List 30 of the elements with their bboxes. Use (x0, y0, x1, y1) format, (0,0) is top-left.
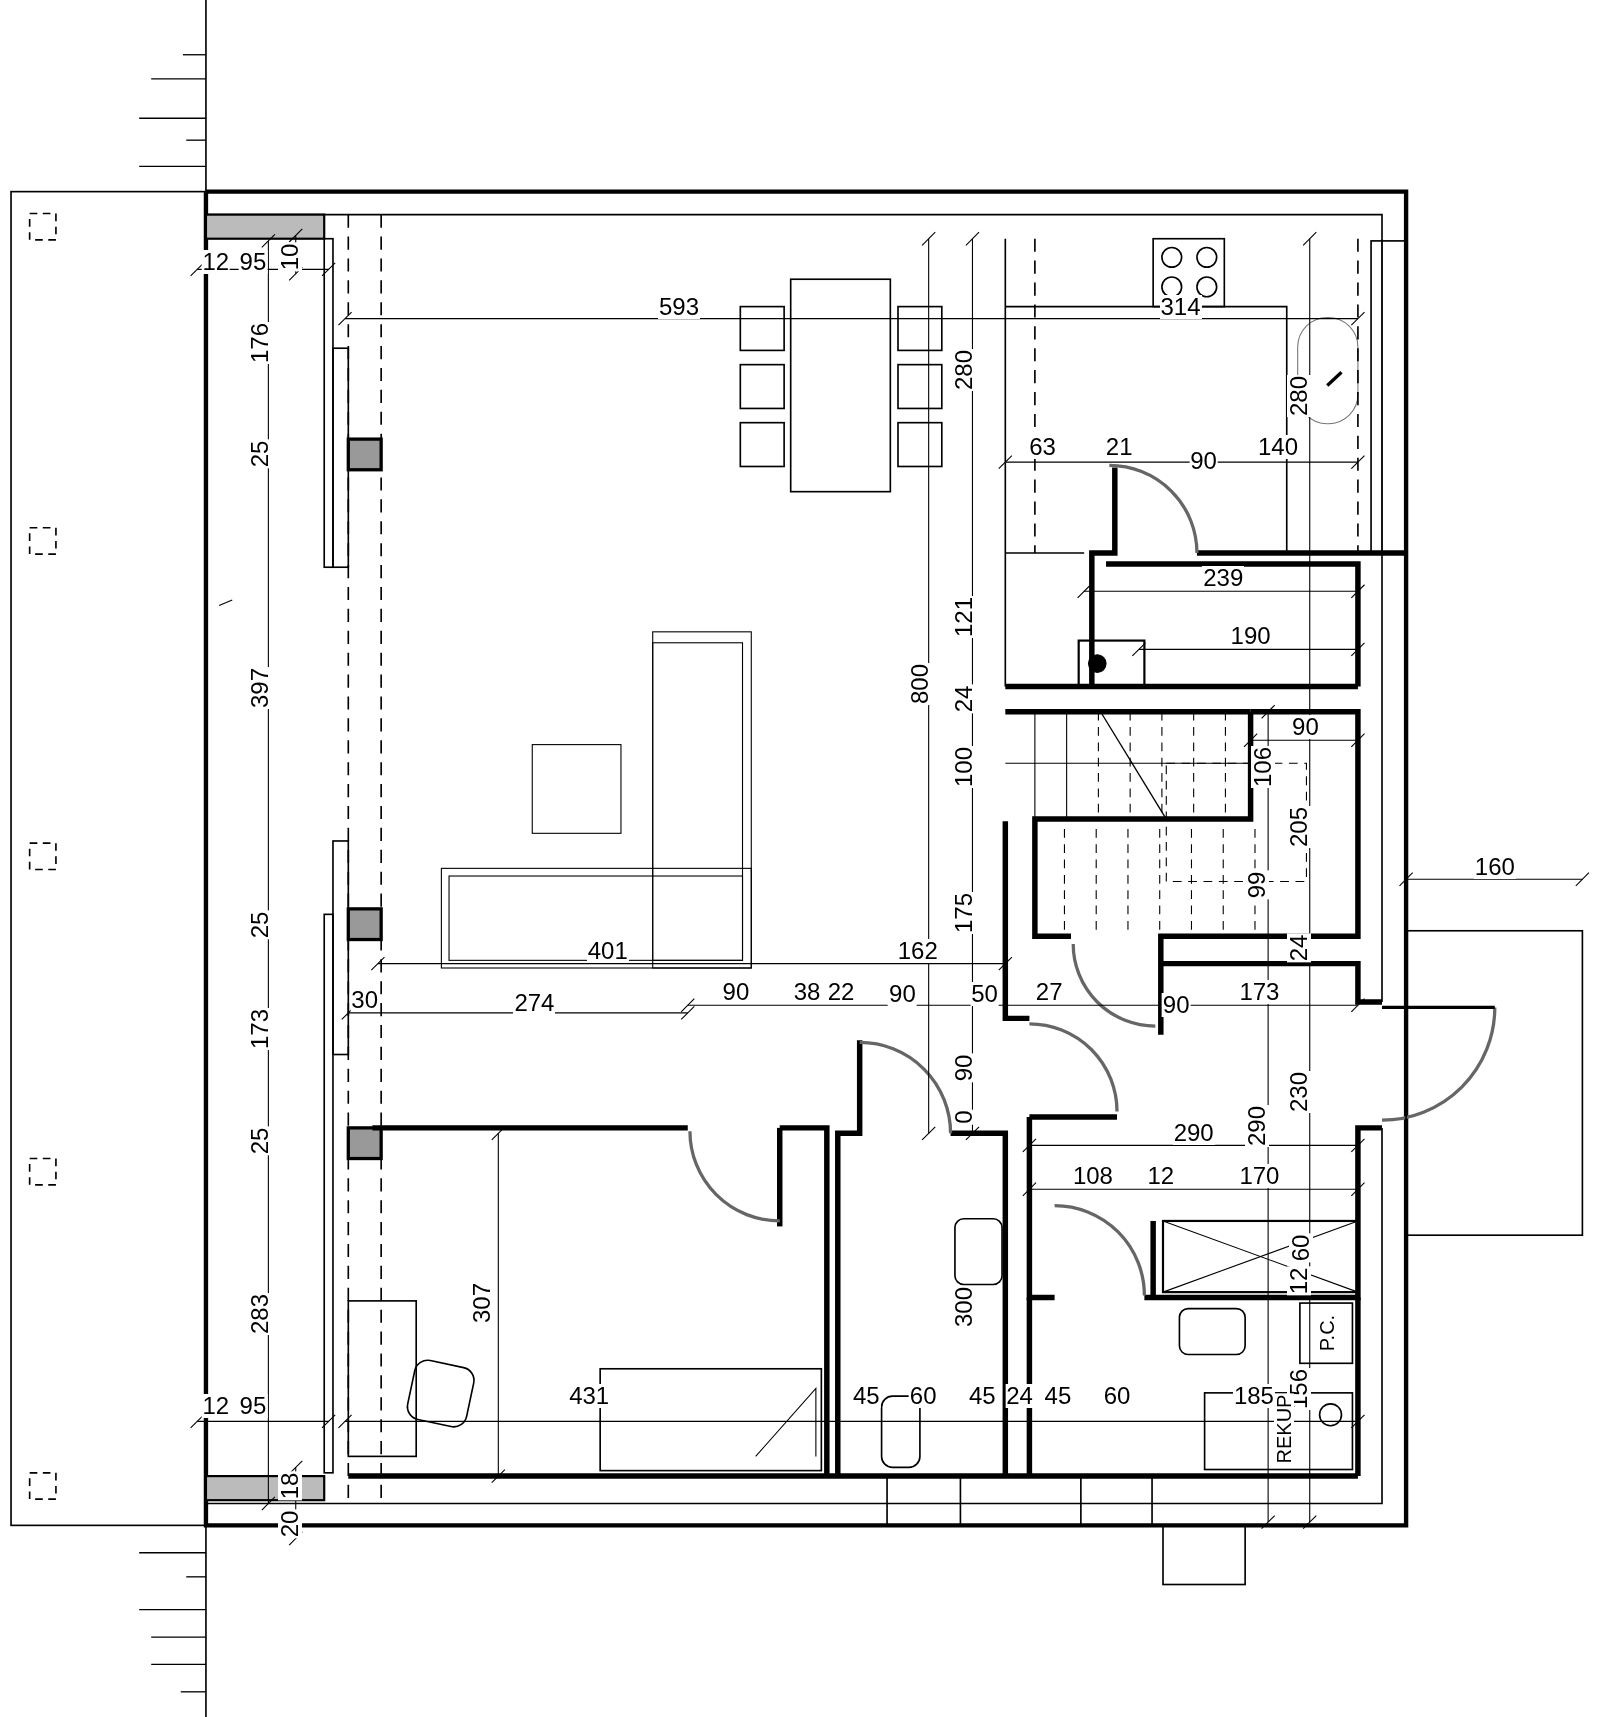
dimension-label: 90 (1291, 715, 1320, 740)
dimension-label: 63 (1028, 434, 1057, 459)
dimension-label: 431 (568, 1384, 611, 1409)
dimension-label: 185 (1232, 1384, 1275, 1409)
dimension-label: 24 (1005, 1384, 1034, 1409)
dimension-label: 290 (1172, 1121, 1215, 1146)
dimension-label: 12 (201, 249, 231, 274)
dimension-label: 50 (970, 982, 999, 1007)
dimension-label: 60 (908, 1384, 938, 1409)
dimension-label: 280 (1286, 375, 1311, 418)
dimension-label: 90 (1161, 993, 1191, 1018)
dimension-label: 170 (1238, 1164, 1281, 1189)
dimension-label: 60 (1289, 1234, 1313, 1263)
dimension-label: 12 (1286, 1266, 1311, 1296)
dimension-label: 290 (1245, 1104, 1270, 1147)
dimension-label: 140 (1257, 434, 1300, 459)
dimension-label: 20 (278, 1510, 303, 1539)
dimension-label: 45 (851, 1384, 881, 1409)
dimension-label: 90 (888, 982, 917, 1007)
dimension-label: 314 (1159, 294, 1202, 319)
dimension-label: 99 (1245, 870, 1270, 900)
dimension-label: 173 (1238, 980, 1281, 1005)
dimension-label: 10 (278, 243, 303, 272)
dimension-label: 24 (1286, 934, 1311, 963)
dimension-label: 12 (201, 1394, 231, 1419)
dimension-label: 162 (896, 938, 939, 963)
dimension-label: 18 (278, 1471, 303, 1501)
dimension-label: 274 (513, 991, 556, 1016)
dimension-label: 106 (1250, 745, 1275, 788)
dimension-label: 160 (1473, 855, 1516, 880)
